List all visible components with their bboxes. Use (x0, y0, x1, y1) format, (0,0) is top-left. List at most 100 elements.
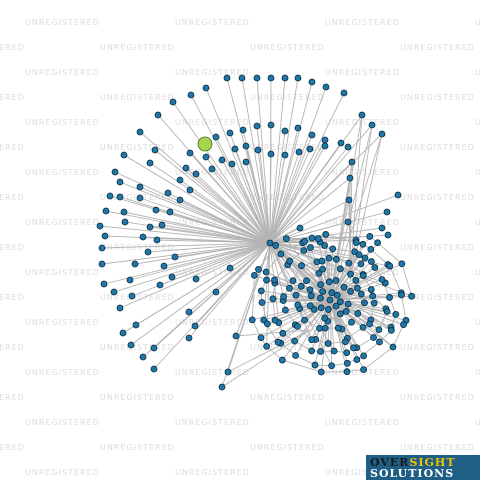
graph-node[interactable] (285, 284, 293, 292)
graph-node[interactable] (344, 218, 352, 226)
graph-node[interactable] (325, 306, 332, 313)
graph-node[interactable] (96, 222, 104, 230)
graph-node[interactable] (186, 186, 194, 194)
graph-node[interactable] (191, 322, 199, 330)
graph-node[interactable] (389, 343, 397, 351)
graph-node[interactable] (374, 239, 381, 247)
graph-node[interactable] (153, 236, 161, 244)
graph-node[interactable] (315, 269, 323, 277)
graph-node[interactable] (328, 362, 336, 370)
graph-node[interactable] (185, 308, 193, 316)
graph-node[interactable] (346, 174, 354, 182)
graph-node[interactable] (361, 299, 368, 307)
graph-node[interactable] (116, 304, 124, 312)
graph-node[interactable] (347, 270, 354, 278)
graph-node[interactable] (269, 295, 277, 303)
graph-node[interactable] (307, 244, 314, 251)
graph-node[interactable] (337, 139, 345, 147)
graph-node[interactable] (164, 189, 172, 197)
graph-node[interactable] (158, 221, 166, 229)
graph-node[interactable] (358, 111, 366, 119)
graph-node[interactable] (307, 292, 315, 300)
graph-node[interactable] (156, 281, 164, 289)
graph-node[interactable] (267, 150, 275, 158)
graph-node[interactable] (383, 208, 391, 216)
graph-node[interactable] (282, 235, 290, 243)
graph-node[interactable] (152, 206, 160, 214)
graph-node[interactable] (185, 334, 193, 342)
graph-node[interactable] (131, 260, 139, 268)
graph-node[interactable] (296, 224, 304, 232)
graph-node[interactable] (257, 334, 265, 342)
graph-node[interactable] (301, 237, 309, 245)
graph-node[interactable] (98, 244, 106, 252)
graph-node[interactable] (343, 349, 351, 357)
graph-node[interactable] (322, 83, 330, 91)
graph-node[interactable] (308, 234, 316, 242)
graph-node[interactable] (367, 245, 375, 253)
graph-node[interactable] (116, 178, 124, 186)
graph-node[interactable] (146, 159, 154, 167)
graph-node[interactable] (398, 291, 405, 299)
graph-node[interactable] (361, 254, 369, 262)
graph-node[interactable] (311, 361, 319, 369)
graph-node[interactable] (368, 121, 376, 129)
graph-node[interactable] (208, 165, 216, 173)
graph-node[interactable] (144, 248, 152, 256)
graph-node[interactable] (281, 74, 289, 82)
graph-node[interactable] (128, 292, 136, 300)
graph-node[interactable] (350, 344, 357, 352)
graph-node[interactable] (408, 292, 416, 300)
graph-node[interactable] (300, 247, 308, 254)
graph-node[interactable] (294, 301, 302, 309)
graph-node[interactable] (375, 326, 383, 334)
graph-node[interactable] (386, 294, 393, 301)
graph-node[interactable] (314, 235, 322, 243)
graph-node[interactable] (232, 332, 240, 340)
graph-node[interactable] (212, 288, 220, 296)
graph-node[interactable] (154, 111, 162, 119)
graph-node[interactable] (306, 286, 314, 294)
graph-node[interactable] (376, 338, 383, 346)
graph-node[interactable] (352, 239, 360, 247)
graph-node[interactable] (226, 129, 234, 137)
graph-node[interactable] (98, 260, 106, 268)
graph-node[interactable] (357, 290, 365, 298)
graph-node[interactable] (351, 248, 359, 256)
graph-node[interactable] (102, 207, 110, 215)
graph-node[interactable] (253, 122, 261, 130)
graph-node[interactable] (394, 191, 402, 199)
graph-node[interactable] (266, 239, 274, 247)
graph-node[interactable] (378, 276, 386, 283)
graph-node[interactable] (336, 310, 344, 318)
graph-node[interactable] (106, 192, 114, 200)
graph-node[interactable] (281, 127, 289, 135)
graph-node[interactable] (263, 276, 270, 284)
graph-node[interactable] (100, 280, 108, 288)
graph-node[interactable] (187, 91, 195, 99)
graph-node[interactable] (326, 296, 334, 304)
graph-node[interactable] (317, 348, 324, 355)
graph-node[interactable] (347, 288, 355, 295)
graph-node[interactable] (340, 283, 348, 291)
graph-node[interactable] (120, 208, 128, 216)
graph-node[interactable] (368, 258, 375, 265)
graph-node[interactable] (218, 383, 226, 391)
graph-node[interactable] (322, 231, 330, 238)
graph-node[interactable] (202, 153, 210, 161)
graph-node[interactable] (223, 74, 231, 82)
graph-node[interactable] (345, 196, 353, 204)
graph-node[interactable] (336, 265, 344, 273)
graph-node[interactable] (291, 337, 298, 345)
graph-node[interactable] (345, 259, 353, 267)
focus-node[interactable] (197, 136, 213, 152)
graph-node[interactable] (308, 78, 316, 86)
graph-node[interactable] (344, 300, 352, 308)
graph-node[interactable] (267, 121, 275, 129)
graph-node[interactable] (136, 194, 144, 202)
graph-node[interactable] (348, 158, 356, 166)
graph-node[interactable] (186, 149, 194, 157)
graph-node[interactable] (242, 158, 250, 166)
graph-node[interactable] (321, 136, 329, 144)
graph-node[interactable] (192, 170, 200, 178)
